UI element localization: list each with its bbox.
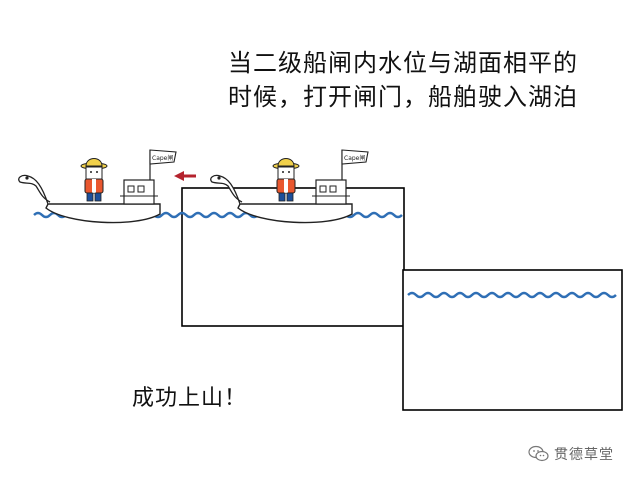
- lower-chamber-water-line: [407, 291, 617, 299]
- boat-in-lake: Cape闸: [18, 149, 177, 224]
- flag-label: Cape闸: [152, 154, 173, 162]
- wechat-icon: [528, 445, 549, 462]
- caption-line-1: 当二级船闸内水位与湖面相平的: [228, 49, 578, 77]
- caption-line-2: 时候，打开闸门，船舶驶入湖泊: [228, 83, 578, 111]
- success-text: 成功上山！: [132, 386, 248, 411]
- watermark-label: 贯德草堂: [554, 447, 614, 463]
- left-arrow-icon: [174, 171, 196, 181]
- boat-in-lock: Cape闸: [210, 149, 369, 224]
- watermark: 贯德草堂: [528, 444, 614, 464]
- flag-label: Cape闸: [344, 154, 365, 162]
- lower-chamber: [402, 269, 623, 411]
